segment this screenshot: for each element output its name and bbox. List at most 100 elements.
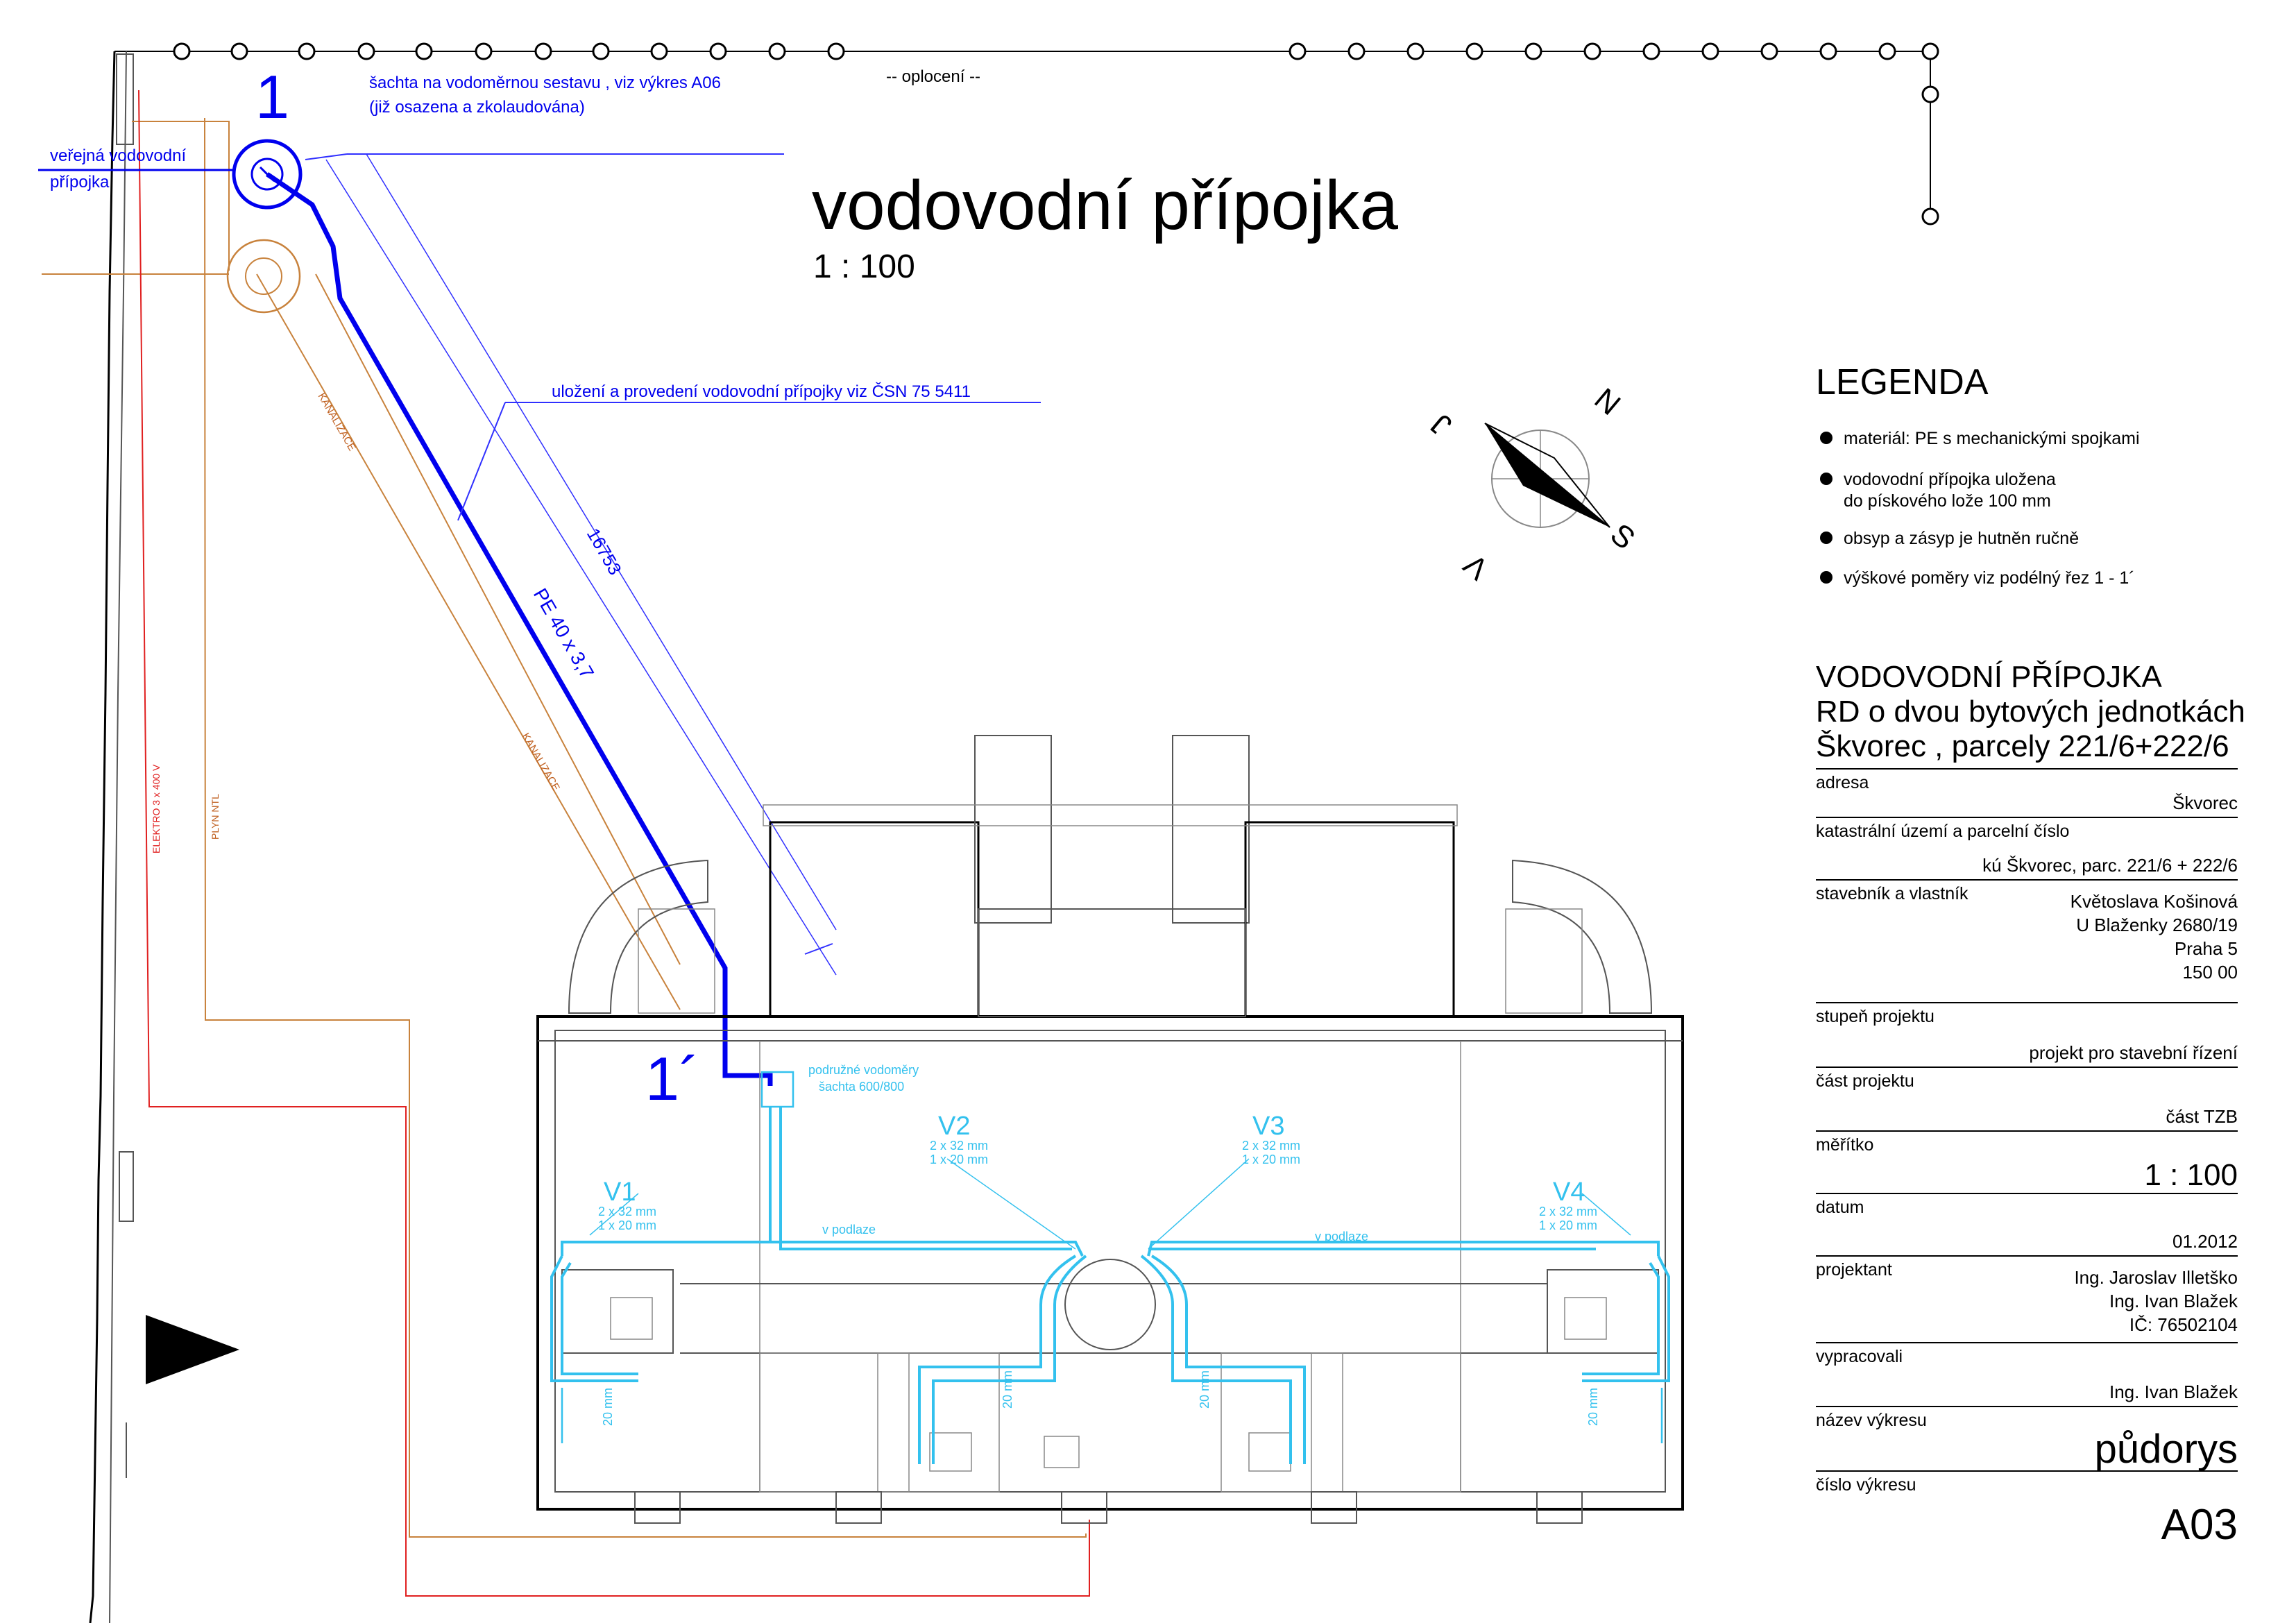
fence-post bbox=[1819, 42, 1837, 60]
title-block-value: Květoslava Košinová bbox=[2070, 891, 2238, 912]
title-block-value: kú Škvorec, parc. 221/6 + 222/6 bbox=[1982, 855, 2238, 876]
dimension-label: 16753 bbox=[583, 525, 626, 579]
fence-post bbox=[768, 42, 786, 60]
branch-v3: V3 2 x 32 mm 1 x 20 mm bbox=[1242, 1112, 1300, 1166]
legend-item: výškové poměry viz podélný řez 1 - 1´ bbox=[1820, 568, 2135, 588]
sewer-line-lower bbox=[315, 273, 681, 965]
compass-v-label: V bbox=[1457, 547, 1495, 586]
fence-post bbox=[592, 42, 610, 60]
legend-item: materiál: PE s mechanickými spojkami bbox=[1820, 429, 2140, 448]
floor-note-left: v podlaze bbox=[822, 1223, 876, 1237]
title-block-label: datum bbox=[1816, 1198, 1864, 1217]
legend: LEGENDA materiál: PE s mechanickými spoj… bbox=[1816, 362, 2140, 588]
fence-post bbox=[1289, 42, 1307, 60]
public-line-note-1: veřejná vodovodní bbox=[50, 146, 186, 165]
compass-j-label: J bbox=[1425, 407, 1458, 443]
fence-post bbox=[1524, 42, 1542, 60]
title-block-label: stavebník a vlastník bbox=[1816, 884, 1968, 903]
title-block-value: projekt pro stavební řízení bbox=[2029, 1042, 2238, 1063]
laying-note: uložení a provedení vodovodní přípojky v… bbox=[552, 382, 971, 401]
sub-meter-shaft bbox=[760, 1071, 794, 1108]
compass-rose: N S J V bbox=[1425, 382, 1641, 586]
fence-post bbox=[1921, 207, 1939, 226]
title-block-value: IČ: 76502104 bbox=[2129, 1314, 2238, 1335]
legend-item-text: obsyp a zásyp je hutněn ručně bbox=[1844, 529, 2079, 548]
gas-label: PLYN NTL bbox=[210, 794, 221, 840]
title-block-label: název výkresu bbox=[1816, 1411, 1927, 1430]
branch-v4: V4 2 x 32 mm 1 x 20 mm bbox=[1539, 1178, 1597, 1232]
branch-v3-line2: 1 x 20 mm bbox=[1242, 1153, 1300, 1166]
sewer-shaft bbox=[226, 239, 301, 314]
title-block-value: Ing. Ivan Blažek bbox=[2109, 1291, 2238, 1311]
title-block-heading-3: Škvorec , parcely 221/6+222/6 bbox=[1816, 729, 2229, 763]
title-block-heading-2: RD o dvou bytových jednotkách bbox=[1816, 695, 2245, 729]
sewer-line-upper bbox=[256, 273, 681, 1010]
drawing-scale: 1 : 100 bbox=[813, 248, 915, 285]
fence-post bbox=[1878, 42, 1896, 60]
compass-s-label: S bbox=[1604, 517, 1642, 556]
branch-v2: V2 2 x 32 mm 1 x 20 mm bbox=[930, 1112, 988, 1166]
title-block-value: Praha 5 bbox=[2175, 938, 2238, 959]
sewer-label-2: KANALIZACE bbox=[520, 731, 562, 793]
branch-v3-line1: 2 x 32 mm bbox=[1242, 1139, 1300, 1153]
title-block-label: číslo výkresu bbox=[1816, 1475, 1916, 1495]
branch-v2-line1: 2 x 32 mm bbox=[930, 1139, 988, 1153]
branch-v1-name: V1 bbox=[604, 1178, 636, 1207]
title-block-value: 01.2012 bbox=[2172, 1231, 2238, 1252]
sewer-label-1: KANALIZACE bbox=[316, 391, 358, 453]
spiral-staircase bbox=[1064, 1259, 1156, 1350]
title-block: VODOVODNÍ PŘÍPOJKA RD o dvou bytových je… bbox=[1816, 660, 2245, 1549]
branch-v4-line2: 1 x 20 mm bbox=[1539, 1218, 1597, 1232]
branch-v4-name: V4 bbox=[1553, 1178, 1585, 1207]
pipe-20-label-2: 20 mm bbox=[1001, 1370, 1014, 1409]
shafts bbox=[38, 139, 303, 314]
title-block-label: katastrální území a parcelní číslo bbox=[1816, 822, 2069, 841]
pipe-label: PE 40 x 3,7 bbox=[529, 585, 598, 683]
branch-v3-name: V3 bbox=[1252, 1112, 1284, 1141]
point-1-label: 1 bbox=[255, 62, 289, 131]
sub-meters-note-1: podružné vodoměry bbox=[808, 1063, 919, 1077]
legend-item-text: materiál: PE s mechanickými spojkami bbox=[1844, 429, 2140, 448]
water-meter-shaft bbox=[232, 139, 303, 210]
branch-v1-line1: 2 x 32 mm bbox=[598, 1205, 656, 1218]
legend-item: vodovodní přípojka uložena do pískového … bbox=[1820, 470, 2056, 511]
legend-heading: LEGENDA bbox=[1816, 362, 1989, 402]
branch-v2-name: V2 bbox=[938, 1112, 970, 1141]
title-block-label: vypracovali bbox=[1816, 1347, 1903, 1366]
fence-post bbox=[1701, 42, 1719, 60]
drawing-labels: vodovodní přípojka 1 : 100 1 1´ šachta n… bbox=[50, 62, 1600, 1426]
fence-post bbox=[1760, 42, 1778, 60]
sewer-line-top bbox=[132, 121, 230, 271]
fence-post bbox=[534, 42, 552, 60]
shaft-note-line2: (již osazena a zkolaudována) bbox=[369, 98, 585, 117]
title-block-value: 150 00 bbox=[2182, 962, 2238, 983]
title-block-value: půdorys bbox=[2095, 1427, 2238, 1472]
entrance-arrow-icon bbox=[146, 1315, 239, 1384]
title-block-value: Ing. Jaroslav Illetško bbox=[2074, 1267, 2238, 1288]
building-floor-plan bbox=[536, 735, 1684, 1524]
title-block-value: Škvorec bbox=[2172, 792, 2238, 813]
utility-lines: KANALIZACE KANALIZACE ELEKTRO 3 x 400 V … bbox=[42, 90, 1090, 1597]
fence-post bbox=[650, 42, 668, 60]
fence-post bbox=[415, 42, 433, 60]
fence-post bbox=[1347, 42, 1366, 60]
title-block-value: 1 : 100 bbox=[2144, 1158, 2238, 1192]
gas-line bbox=[204, 117, 1087, 1538]
legend-item-text-2: do pískového lože 100 mm bbox=[1844, 491, 2051, 511]
fence-post bbox=[709, 42, 727, 60]
pipe-20-label-4: 20 mm bbox=[1586, 1388, 1600, 1426]
indoor-water-distribution bbox=[550, 1071, 1670, 1464]
legend-item-text: vodovodní přípojka uložena bbox=[1844, 470, 2056, 489]
fence-post bbox=[1921, 42, 1939, 60]
fence-post bbox=[230, 42, 248, 60]
fence-label: -- oplocení -- bbox=[886, 67, 980, 86]
fence-post bbox=[1583, 42, 1601, 60]
drawing-title: vodovodní přípojka bbox=[812, 167, 1398, 244]
title-block-label: stupeň projektu bbox=[1816, 1007, 1934, 1026]
title-block-label: část projektu bbox=[1816, 1071, 1914, 1091]
branch-v1-line2: 1 x 20 mm bbox=[598, 1218, 656, 1232]
fence: -- oplocení -- bbox=[114, 42, 1939, 226]
fence-post bbox=[827, 42, 845, 60]
branch-v2-line2: 1 x 20 mm bbox=[930, 1153, 988, 1166]
